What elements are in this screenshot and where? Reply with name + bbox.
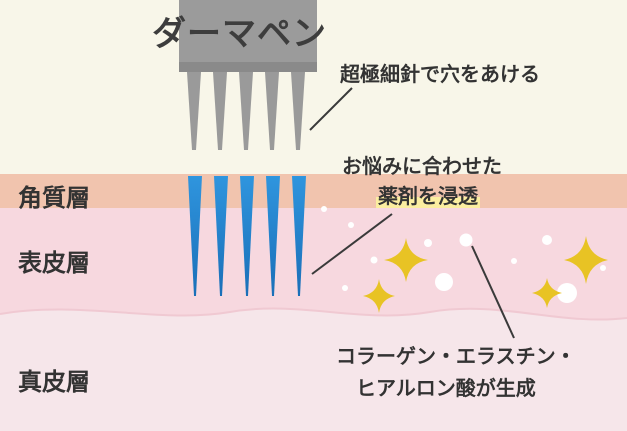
sparkle-icon: [564, 236, 608, 284]
collagen-leader-line: [471, 245, 515, 339]
diagram-title: ダーマペン: [152, 14, 327, 54]
bubble: [348, 222, 354, 228]
bubble: [342, 285, 348, 291]
needle-tip-5: [292, 176, 306, 296]
needle-4: [265, 72, 279, 150]
bubble: [511, 258, 517, 264]
bubble: [557, 283, 577, 303]
bubble: [459, 233, 473, 247]
dermis-label: 真皮層: [18, 368, 90, 396]
stratum-corneum-label: 角質層: [18, 184, 90, 212]
dermis-boundary-line: [0, 307, 627, 321]
bubble: [424, 239, 432, 247]
collagen-annotation-line2: ヒアルロン酸が生成: [356, 376, 536, 400]
needle-leader-line: [309, 87, 353, 131]
needle-2: [213, 72, 227, 150]
needle-tip-1: [188, 176, 202, 296]
infuse-leader-line: [311, 213, 393, 275]
needle-tip-2: [214, 176, 228, 296]
dermapen-collar: [179, 62, 317, 72]
bubble: [542, 235, 552, 245]
bubble: [600, 265, 606, 271]
needle-1: [187, 72, 201, 150]
needle-shafts: [187, 72, 305, 150]
needle-annotation: 超極細針で穴をあける: [340, 62, 540, 86]
needle-tips: [188, 176, 306, 296]
bubble: [321, 206, 327, 212]
dermapen-body: [179, 0, 317, 70]
collagen-annotation-line1: コラーゲン・エラスチン・: [336, 344, 576, 368]
needle-tip-4: [266, 176, 280, 296]
stratum-corneum-band: [0, 174, 627, 208]
bubble: [370, 256, 378, 264]
sparkle-icon: [363, 279, 395, 313]
needle-3: [239, 72, 253, 150]
dermis-layer: [0, 308, 627, 431]
epidermis-layer: [0, 208, 627, 320]
sparkle-icon: [384, 238, 428, 282]
sparkle-icon: [532, 278, 562, 308]
needle-5: [291, 72, 305, 150]
sparkles: [363, 236, 608, 313]
bubble: [435, 273, 453, 291]
infuse-annotation-line2: 薬剤を浸透: [376, 184, 480, 208]
needle-tip-3: [240, 176, 254, 296]
infuse-annotation-line1: お悩みに合わせた: [342, 154, 502, 178]
bubbles: [321, 206, 606, 303]
epidermis-label: 表皮層: [18, 249, 90, 277]
